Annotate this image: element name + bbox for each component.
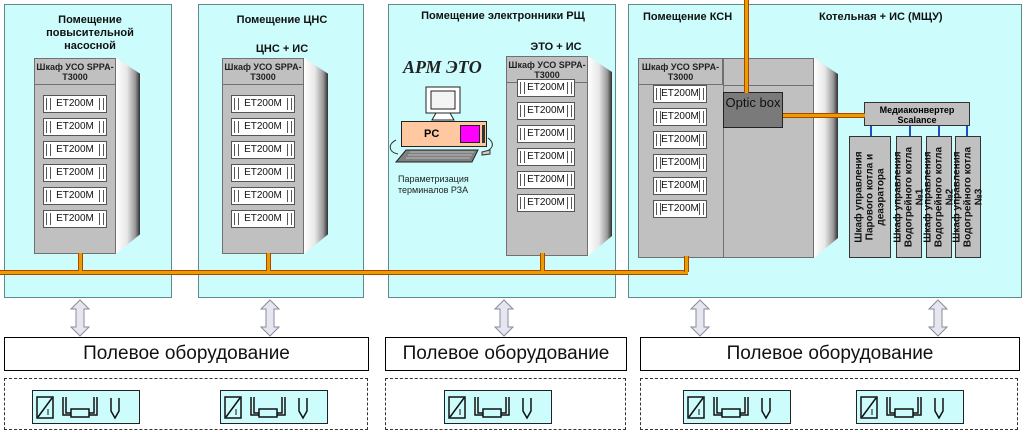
cabinet-side bbox=[304, 58, 328, 254]
field-device-symbols[interactable] bbox=[683, 390, 791, 424]
et200m-module[interactable]: ET200M bbox=[517, 125, 575, 143]
fiber-link bbox=[783, 113, 865, 118]
transducer-icon bbox=[36, 396, 120, 420]
field-device-symbols[interactable] bbox=[220, 390, 328, 424]
workstation-caption: Параметризация терминалов РЗА bbox=[398, 174, 469, 195]
resistor-icon bbox=[713, 397, 749, 418]
et200m-module[interactable]: ET200M bbox=[517, 194, 575, 212]
resistor-icon bbox=[474, 397, 510, 418]
field-equipment-box[interactable]: Полевое оборудование bbox=[4, 337, 369, 371]
fiber-uplink bbox=[744, 0, 749, 93]
cabinet-side bbox=[116, 58, 140, 254]
room-subtitle: ЭТО + ИС bbox=[530, 41, 582, 53]
et200m-module[interactable]: ET200M bbox=[517, 102, 575, 120]
field-devices-group bbox=[385, 378, 626, 430]
et200m-module[interactable]: ET200M bbox=[43, 118, 107, 136]
cabinet-label: Шкаф УСО SPPA-T3000 bbox=[35, 59, 115, 85]
et200m-module[interactable]: ET200M bbox=[653, 85, 707, 103]
pc-label: PC bbox=[424, 128, 440, 140]
field-device-symbols[interactable] bbox=[444, 390, 552, 424]
bus-drop bbox=[540, 253, 545, 271]
field-devices-group bbox=[640, 378, 1018, 430]
et200m-module[interactable]: ET200M bbox=[231, 164, 295, 182]
field-equipment-box[interactable]: Полевое оборудование bbox=[640, 337, 1020, 371]
et200m-module[interactable]: ET200M bbox=[517, 79, 575, 97]
control-cabinet-water-2[interactable]: Шкаф управления Водогрейного котла №2 bbox=[923, 136, 956, 258]
resistor-icon bbox=[886, 397, 922, 418]
bidirectional-arrow-icon bbox=[690, 299, 710, 337]
et200m-module[interactable]: ET200M bbox=[231, 141, 295, 159]
transducer-icon bbox=[448, 396, 532, 420]
bus-drop bbox=[684, 256, 689, 272]
control-cabinet-water-3[interactable]: Шкаф управления Водогрейного котла №3 bbox=[952, 136, 985, 258]
resistor-icon bbox=[62, 397, 98, 418]
cabinet-label: Шкаф УСО SPPA-T3000 bbox=[639, 59, 723, 85]
control-cabinet-water-1[interactable]: Шкаф управления Водогрейного котла №1 bbox=[893, 136, 926, 258]
bus-drop bbox=[266, 253, 271, 271]
et200m-module[interactable]: ET200M bbox=[517, 148, 575, 166]
room-title-boiler: Котельная + ИС (МЩУ) bbox=[819, 11, 943, 23]
field-device-symbols[interactable] bbox=[32, 390, 140, 424]
field-device-symbols[interactable] bbox=[856, 390, 964, 424]
et200m-module[interactable]: ET200M bbox=[43, 210, 107, 228]
link-line bbox=[909, 126, 911, 136]
room-title: Помещение КСН bbox=[643, 11, 733, 23]
et200m-module[interactable]: ET200M bbox=[653, 154, 707, 172]
room-title: Помещение электронники РЩ bbox=[421, 10, 585, 22]
bidirectional-arrow-icon bbox=[260, 299, 280, 337]
et200m-module[interactable]: ET200M bbox=[43, 164, 107, 182]
bidirectional-arrow-icon bbox=[494, 299, 514, 337]
link-line bbox=[870, 126, 872, 136]
et200m-module[interactable]: ET200M bbox=[653, 131, 707, 149]
pc-drive-panel bbox=[460, 125, 480, 143]
valve-icon bbox=[761, 398, 771, 420]
et200m-module[interactable]: ET200M bbox=[231, 118, 295, 136]
bus-drop bbox=[78, 253, 83, 271]
room-subtitle: ЦНС + ИС bbox=[255, 43, 309, 55]
network-bus bbox=[0, 270, 688, 275]
valve-icon bbox=[522, 398, 532, 420]
cabinet-side bbox=[588, 56, 612, 256]
field-devices-group bbox=[4, 378, 368, 430]
valve-icon bbox=[110, 398, 120, 420]
bidirectional-arrow-icon bbox=[928, 299, 948, 337]
transducer-icon bbox=[224, 396, 308, 420]
et200m-module[interactable]: ET200M bbox=[653, 108, 707, 126]
cabinet-label: Шкаф УСО SPPA-T3000 bbox=[223, 59, 303, 85]
pc-unit: PC bbox=[401, 121, 487, 147]
link-line bbox=[966, 126, 968, 136]
media-converter[interactable]: Медиаконвертер Scalance bbox=[864, 102, 970, 126]
et200m-module[interactable]: ET200M bbox=[653, 200, 707, 218]
bidirectional-arrow-icon bbox=[70, 299, 90, 337]
et200m-module[interactable]: ET200M bbox=[43, 95, 107, 113]
transducer-icon bbox=[687, 396, 771, 420]
room-title: Помещение повысительной насосной bbox=[46, 14, 134, 52]
et200m-module[interactable]: ET200M bbox=[231, 187, 295, 205]
et200m-module[interactable]: ET200M bbox=[231, 95, 295, 113]
cabinet-side bbox=[814, 58, 838, 258]
field-equipment-box[interactable]: Полевое оборудование bbox=[385, 337, 627, 371]
keyboard-icon bbox=[389, 137, 493, 163]
et200m-module[interactable]: ET200M bbox=[43, 187, 107, 205]
et200m-module[interactable]: ET200M bbox=[43, 141, 107, 159]
link-line bbox=[938, 126, 940, 136]
monitor-icon bbox=[425, 86, 461, 121]
valve-icon bbox=[298, 398, 308, 420]
et200m-module[interactable]: ET200M bbox=[517, 171, 575, 189]
optic-box[interactable]: Optic box bbox=[723, 92, 783, 128]
room-title: Помещение ЦНС bbox=[236, 14, 328, 26]
transducer-icon bbox=[860, 396, 944, 420]
control-cabinet-steam[interactable]: Шкаф управления Парового котла и деаэрат… bbox=[849, 136, 891, 258]
resistor-icon bbox=[250, 397, 286, 418]
media-converter-label: Медиаконвертер Scalance bbox=[879, 105, 955, 125]
valve-icon bbox=[934, 398, 944, 420]
workstation-title: АРМ ЭТО bbox=[403, 57, 482, 77]
et200m-module[interactable]: ET200M bbox=[653, 177, 707, 195]
optic-box-label: Optic box bbox=[725, 95, 781, 110]
et200m-module[interactable]: ET200M bbox=[231, 210, 295, 228]
